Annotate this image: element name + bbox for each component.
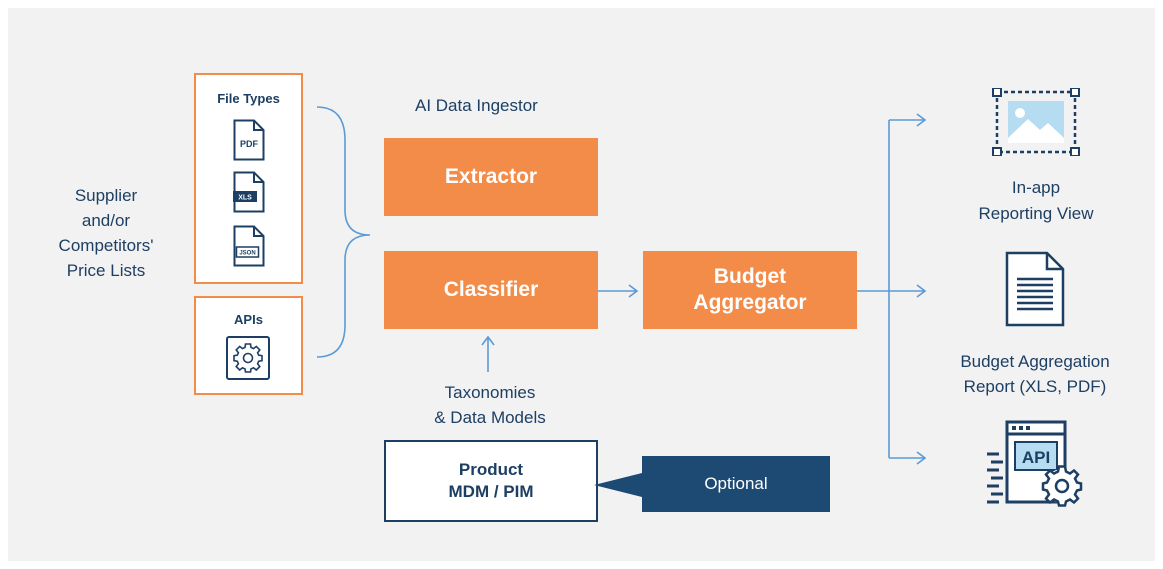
product-label: Product MDM / PIM [448, 460, 534, 501]
optional-label: Optional [704, 474, 768, 493]
output-label-reporting: In-app Reporting View [978, 178, 1094, 223]
api-settings-icon: API [985, 420, 1089, 515]
pdf-file-ext: PDF [240, 139, 259, 149]
classifier-label: Classifier [443, 278, 539, 301]
gear-icon [226, 336, 270, 385]
source-label: Supplier and/or Competitors' Price Lists [58, 186, 154, 280]
taxonomies-label: Taxonomies & Data Models [434, 383, 546, 427]
classifier-box: Classifier [384, 251, 598, 329]
optional-callout-shape [594, 456, 830, 512]
file-types-box: File Types PDF XLS JSON [194, 73, 303, 284]
json-file-icon: JSON [233, 225, 265, 272]
document-icon [1005, 251, 1065, 332]
xls-file-ext: XLS [238, 195, 252, 202]
api-icon-text: API [1022, 448, 1050, 467]
ingestor-title: AI Data Ingestor [415, 96, 538, 115]
product-mdm-box: Product MDM / PIM [384, 440, 598, 522]
json-file-ext: JSON [239, 251, 255, 257]
apis-box: APIs [194, 296, 303, 395]
file-types-title: File Types [217, 91, 280, 106]
apis-title: APIs [234, 312, 263, 327]
aggregator-box: Budget Aggregator [643, 251, 857, 329]
xls-file-icon: XLS [233, 171, 265, 218]
aggregator-label: Budget Aggregator [693, 265, 807, 314]
extractor-label: Extractor [444, 165, 538, 188]
extractor-box: Extractor [384, 138, 598, 216]
image-icon [992, 87, 1080, 161]
output-label-report: Budget Aggregation Report (XLS, PDF) [960, 352, 1110, 396]
pdf-file-icon: PDF [233, 119, 265, 166]
